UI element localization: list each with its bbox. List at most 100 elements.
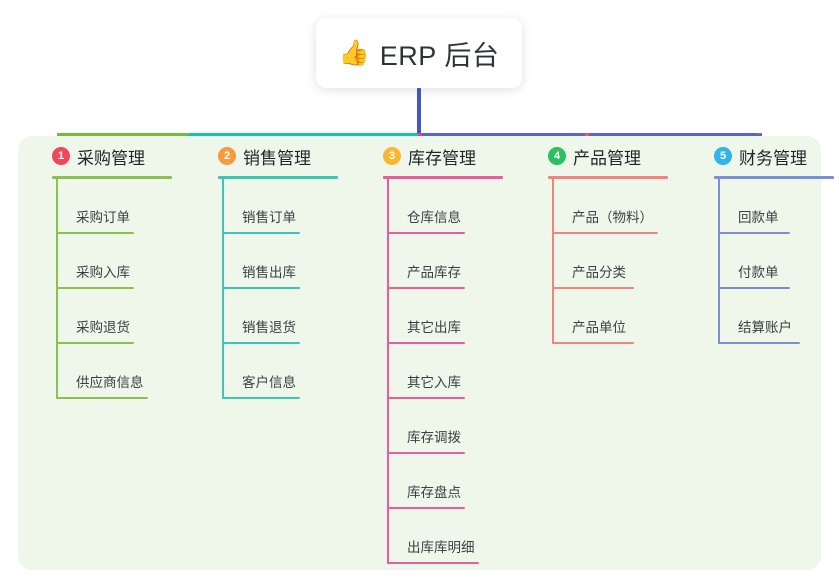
module-spine-1 <box>56 179 58 399</box>
menu-item[interactable]: 仓库信息 <box>387 179 503 234</box>
menu-item-underline <box>222 397 300 399</box>
menu-item[interactable]: 客户信息 <box>222 344 338 399</box>
menu-item[interactable]: 销售退货 <box>222 289 338 344</box>
menu-item-underline <box>56 342 134 344</box>
menu-item-underline <box>387 562 479 564</box>
menu-item-underline <box>387 452 465 454</box>
menu-item-underline <box>552 342 634 344</box>
module-badge-4: 4 <box>548 147 566 165</box>
modules-panel <box>18 136 821 570</box>
module-header-1[interactable]: 1 采购管理 <box>30 143 172 169</box>
menu-item[interactable]: 结算账户 <box>718 289 834 344</box>
module-header-2[interactable]: 2 销售管理 <box>196 143 338 169</box>
menu-item[interactable]: 库存调拨 <box>387 399 503 454</box>
module-underline-2 <box>218 176 338 179</box>
module-items-3: 仓库信息产品库存其它出库其它入库库存调拨库存盘点出库库明细 <box>361 179 503 564</box>
menu-item[interactable]: 库存盘点 <box>387 454 503 509</box>
module-badge-1: 1 <box>52 147 70 165</box>
module-header-5[interactable]: 5 财务管理 <box>692 143 834 169</box>
menu-item-label: 销售出库 <box>242 265 296 280</box>
menu-item-label: 出库库明细 <box>407 540 475 555</box>
module-spine-4 <box>552 179 554 344</box>
menu-item-label: 客户信息 <box>242 375 296 390</box>
menu-item-underline <box>387 507 465 509</box>
module-title-2: 销售管理 <box>243 148 311 168</box>
menu-item-label: 付款单 <box>738 265 779 280</box>
menu-item-underline <box>387 232 465 234</box>
menu-item-underline <box>387 397 465 399</box>
module-underline-4 <box>548 176 668 179</box>
module-column-1: 1 采购管理采购订单采购入库采购退货供应商信息 <box>30 143 172 399</box>
module-column-5: 5 财务管理回款单付款单结算账户 <box>692 143 834 344</box>
menu-item-underline <box>387 342 465 344</box>
menu-item-underline <box>56 287 134 289</box>
menu-item-label: 供应商信息 <box>76 375 144 390</box>
menu-item-underline <box>718 232 790 234</box>
menu-item-label: 采购退货 <box>76 320 130 335</box>
module-title-5: 财务管理 <box>739 148 807 168</box>
module-column-4: 4 产品管理产品（物料） 产品分类产品单位 <box>526 143 668 344</box>
menu-item[interactable]: 采购入库 <box>56 234 172 289</box>
menu-item[interactable]: 销售出库 <box>222 234 338 289</box>
module-underline-5 <box>714 176 834 179</box>
module-header-3[interactable]: 3 库存管理 <box>361 143 503 169</box>
menu-item-underline <box>56 232 134 234</box>
menu-item-underline <box>222 232 300 234</box>
menu-item-label: 销售订单 <box>242 210 296 225</box>
module-title-4: 产品管理 <box>573 148 641 168</box>
module-badge-2: 2 <box>218 147 236 165</box>
module-badge-5: 5 <box>714 147 732 165</box>
menu-item-label: 产品库存 <box>407 265 461 280</box>
menu-item[interactable]: 付款单 <box>718 234 834 289</box>
module-title-1: 采购管理 <box>77 148 145 168</box>
module-badge-3: 3 <box>383 147 401 165</box>
module-spine-5 <box>718 179 720 344</box>
module-header-4[interactable]: 4 产品管理 <box>526 143 668 169</box>
menu-item[interactable]: 出库库明细 <box>387 509 503 564</box>
menu-item-label: 采购入库 <box>76 265 130 280</box>
connector-stem <box>417 88 421 135</box>
menu-item-underline <box>552 232 658 234</box>
menu-item-label: 结算账户 <box>738 320 792 335</box>
module-spine-2 <box>222 179 224 399</box>
menu-item[interactable]: 其它入库 <box>387 344 503 399</box>
menu-item[interactable]: 其它出库 <box>387 289 503 344</box>
menu-item-label: 产品（物料） <box>572 210 653 225</box>
module-items-2: 销售订单销售出库销售退货客户信息 <box>196 179 338 399</box>
menu-item-underline <box>552 287 634 289</box>
module-spine-3 <box>387 179 389 564</box>
module-column-3: 3 库存管理仓库信息产品库存其它出库其它入库库存调拨库存盘点出库库明细 <box>361 143 503 564</box>
menu-item[interactable]: 产品（物料） <box>552 179 668 234</box>
menu-item[interactable]: 供应商信息 <box>56 344 172 399</box>
menu-item-underline <box>222 342 300 344</box>
module-items-1: 采购订单采购入库采购退货供应商信息 <box>30 179 172 399</box>
module-underline-1 <box>52 176 172 179</box>
thumbs-up-icon: 👍 <box>338 38 370 67</box>
module-underline-3 <box>383 176 503 179</box>
menu-item[interactable]: 采购退货 <box>56 289 172 344</box>
menu-item-underline <box>718 287 790 289</box>
menu-item-label: 仓库信息 <box>407 210 461 225</box>
menu-item[interactable]: 回款单 <box>718 179 834 234</box>
root-node-label: ERP 后台 <box>379 40 500 71</box>
menu-item-label: 库存盘点 <box>407 485 461 500</box>
menu-item-underline <box>387 287 465 289</box>
menu-item-label: 采购订单 <box>76 210 130 225</box>
menu-item-label: 销售退货 <box>242 320 296 335</box>
menu-item-underline <box>56 397 148 399</box>
menu-item[interactable]: 产品分类 <box>552 234 668 289</box>
module-column-2: 2 销售管理销售订单销售出库销售退货客户信息 <box>196 143 338 399</box>
menu-item[interactable]: 采购订单 <box>56 179 172 234</box>
connector-bar-green <box>57 133 188 137</box>
menu-item[interactable]: 销售订单 <box>222 179 338 234</box>
menu-item-label: 回款单 <box>738 210 779 225</box>
connector-bar-teal <box>188 133 418 137</box>
menu-item-underline <box>718 342 800 344</box>
menu-item[interactable]: 产品单位 <box>552 289 668 344</box>
module-items-5: 回款单付款单结算账户 <box>692 179 834 344</box>
menu-item-underline <box>222 287 300 289</box>
module-title-3: 库存管理 <box>408 148 476 168</box>
root-node-erp[interactable]: 👍 ERP 后台 <box>316 18 522 88</box>
menu-item[interactable]: 产品库存 <box>387 234 503 289</box>
